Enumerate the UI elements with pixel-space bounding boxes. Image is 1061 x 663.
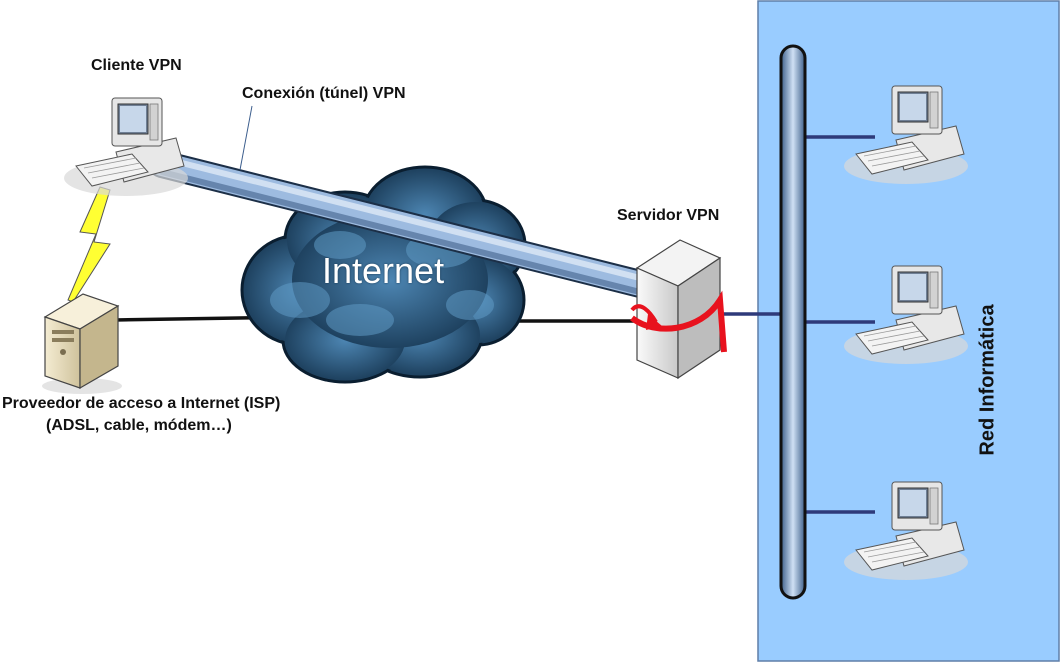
network-label: Red Informática bbox=[976, 304, 999, 456]
isp-label-line2: (ADSL, cable, módem…) bbox=[46, 417, 232, 434]
server-arrow-icon bbox=[630, 290, 727, 353]
network-bus bbox=[779, 44, 807, 600]
isp-label-line1: Proveedor de acceso a Internet (ISP) bbox=[2, 395, 281, 412]
server-tower-icon bbox=[42, 293, 122, 394]
client-label: Cliente VPN bbox=[91, 57, 182, 74]
desktop-computer-icon bbox=[63, 97, 189, 197]
vpn-tunnel bbox=[148, 150, 666, 301]
internet-label: Internet bbox=[322, 250, 445, 291]
server-label: Servidor VPN bbox=[617, 207, 720, 224]
lightning-bolt-icon bbox=[67, 186, 111, 303]
tunnel-label-pointer bbox=[239, 105, 253, 171]
tunnel-label: Conexión (túnel) VPN bbox=[242, 85, 406, 102]
server-cabinet-icon bbox=[630, 239, 727, 380]
